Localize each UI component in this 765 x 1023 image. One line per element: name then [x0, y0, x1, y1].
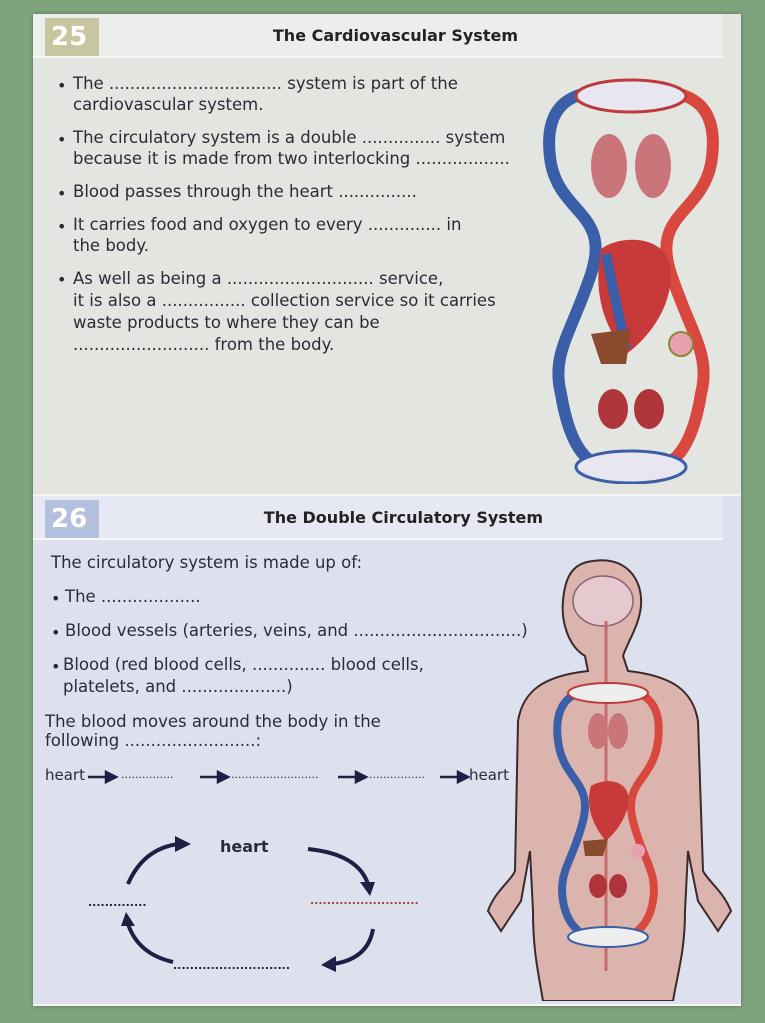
text-line: As well as being a .....................… [73, 269, 444, 288]
cycle-right-blank: .......................... [310, 894, 419, 907]
bullet: • [57, 130, 67, 149]
text-line: Blood (red blood cells, .............. b… [63, 655, 424, 674]
section-header: 25 The Cardiovascular System [33, 14, 723, 58]
text-line: Blood vessels (arteries, veins, and ....… [65, 621, 528, 640]
human-body-diagram [486, 559, 733, 1001]
circulation-loop-diagram [543, 78, 719, 484]
flow-blank-2: ......................... [231, 768, 319, 781]
intro-text: The circulatory system is made up of: [51, 553, 363, 572]
flow-arrows [88, 770, 471, 784]
text-line: The circulatory system is a double .....… [73, 128, 506, 147]
text-line: It carries food and oxygen to every ....… [73, 215, 462, 234]
bullet: • [51, 589, 61, 608]
cycle-left-blank: .............. [88, 896, 147, 909]
cycle-center-label: heart [220, 837, 269, 856]
section-number: 26 [45, 500, 99, 538]
section-header: 26 The Double Circulatory System [33, 496, 723, 540]
text-line: platelets, and ....................) [63, 677, 293, 696]
bullet: • [57, 217, 67, 236]
cycle-arrows [121, 836, 375, 972]
bullet: • [51, 623, 61, 642]
flow-start: heart [45, 766, 85, 784]
text-line: because it is made from two interlocking… [73, 149, 510, 168]
text-line: waste products to where they can be [73, 313, 380, 332]
bullet: • [57, 270, 67, 289]
flow-end: heart [469, 766, 509, 784]
text-line: following .........................: [45, 731, 262, 750]
section-number: 25 [45, 18, 99, 56]
bullet: • [51, 657, 61, 676]
cycle-bottom-blank: ............................ [173, 959, 291, 972]
text-line: .......................... from the body… [73, 335, 335, 354]
text-line: The blood moves around the body in the [45, 712, 381, 731]
text-line: the body. [73, 236, 150, 255]
flow-blank-3: ................ [369, 768, 425, 781]
section-cardiovascular-system: 25 The Cardiovascular System • The .....… [33, 14, 741, 494]
section-double-circulatory-system: 26 The Double Circulatory System The cir… [33, 496, 741, 1004]
text-line: Blood passes through the heart .........… [73, 182, 417, 201]
text-line: The ................... [65, 587, 201, 606]
worksheet-page: 25 The Cardiovascular System • The .....… [33, 14, 741, 1006]
text-line: cardiovascular system. [73, 95, 264, 114]
section-title: The Double Circulatory System [263, 508, 543, 527]
text-line: The ................................. sy… [73, 74, 458, 93]
bullet: • [57, 76, 67, 95]
text-line: it is also a ................ collection… [73, 291, 496, 310]
bullet: • [57, 184, 67, 203]
section-title: The Cardiovascular System [272, 26, 518, 45]
flow-blank-1: ............... [121, 768, 174, 781]
